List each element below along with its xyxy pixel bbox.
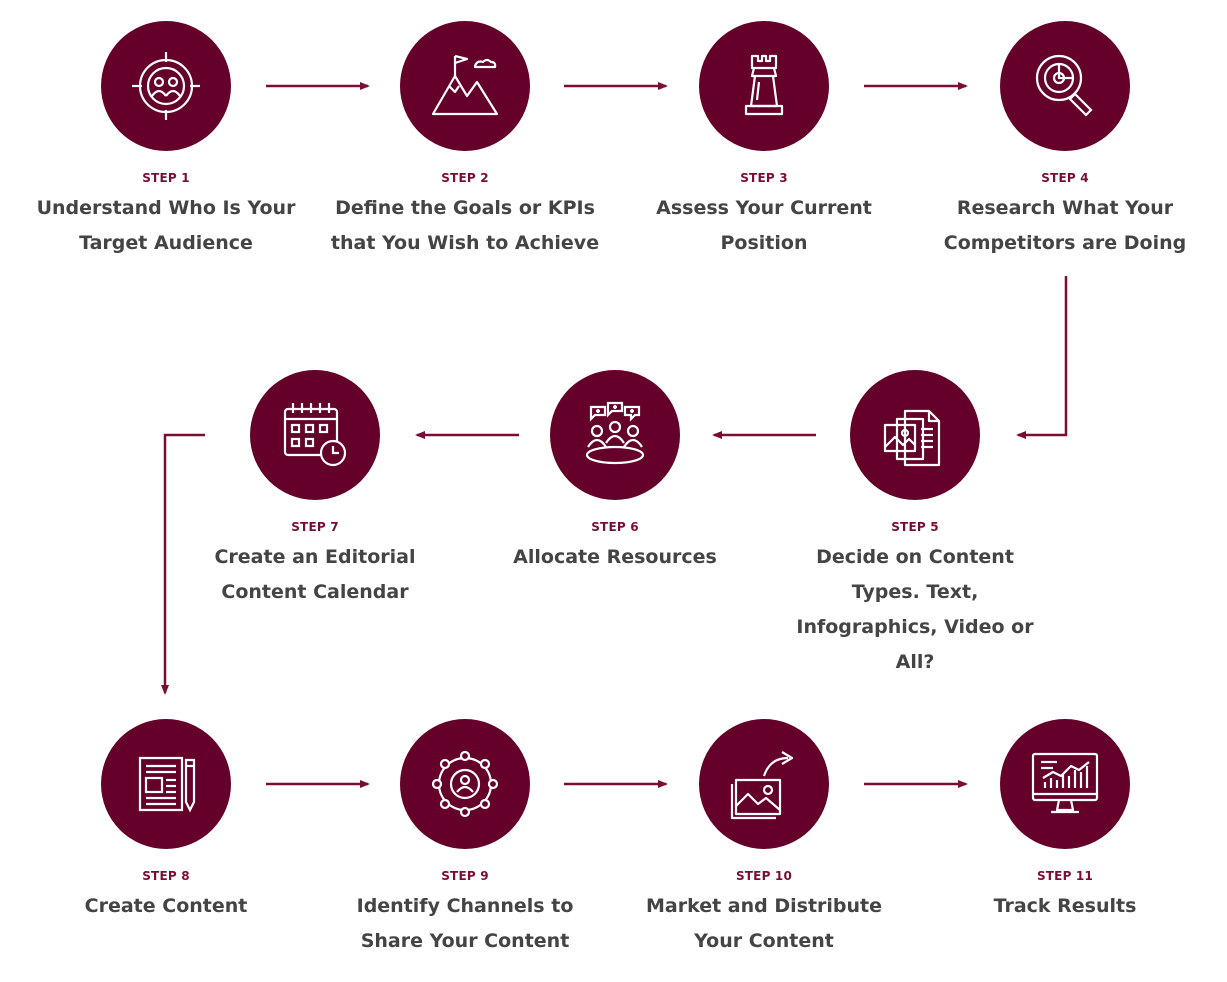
- mountain-flag-icon: [431, 54, 499, 116]
- step-9-title: Identify Channels to Share Your Content: [356, 895, 574, 952]
- step-3-title: Assess Your Current Position: [656, 197, 872, 254]
- step-7-title: Create an Editorial Content Calendar: [214, 546, 416, 603]
- step-1-circle: [101, 21, 231, 151]
- step-8: STEP 8 Create Content: [16, 719, 316, 924]
- step-6-circle: [550, 370, 680, 500]
- step-2-circle: [400, 21, 530, 151]
- step-1: STEP 1 Understand Who Is Your Target Aud…: [16, 21, 316, 261]
- step-6-label: STEP 6: [591, 520, 639, 534]
- step-7-label: STEP 7: [291, 520, 339, 534]
- step-7: STEP 7 Create an Editorial Content Calen…: [165, 370, 465, 610]
- step-2: STEP 2 Define the Goals or KPIs that You…: [315, 21, 615, 261]
- step-4-label: STEP 4: [1041, 171, 1089, 185]
- step-9: STEP 9 Identify Channels to Share Your C…: [315, 719, 615, 959]
- step-4-circle: [1000, 21, 1130, 151]
- step-5-label: STEP 5: [891, 520, 939, 534]
- step-5: STEP 5 Decide on Content Types. Text, In…: [765, 370, 1065, 680]
- step-8-label: STEP 8: [142, 869, 190, 883]
- step-3-circle: [699, 21, 829, 151]
- step-6: STEP 6 Allocate Resources: [465, 370, 765, 575]
- step-11: STEP 11 Track Results: [915, 719, 1215, 924]
- step-7-circle: [250, 370, 380, 500]
- team-meeting-icon: [585, 401, 645, 465]
- step-8-circle: [101, 719, 231, 849]
- step-10-label: STEP 10: [735, 869, 793, 883]
- magnifier-chart-icon: [1035, 54, 1093, 117]
- step-5-title: Decide on Content Types. Text, Infograph…: [796, 546, 1034, 673]
- step-10-title: Market and Distribute Your Content: [645, 895, 883, 952]
- step-9-label: STEP 9: [441, 869, 489, 883]
- step-10: STEP 10 Market and Distribute Your Conte…: [614, 719, 914, 959]
- calendar-clock-icon: [283, 403, 347, 467]
- step-4: STEP 4 Research What Your Competitors ar…: [915, 21, 1215, 261]
- step-8-title: Create Content: [84, 895, 248, 917]
- step-11-label: STEP 11: [1036, 869, 1094, 883]
- step-6-title: Allocate Resources: [513, 546, 717, 568]
- step-1-label: STEP 1: [142, 171, 190, 185]
- article-pen-icon: [138, 756, 196, 813]
- step-3-label: STEP 3: [740, 171, 788, 185]
- step-11-circle: [1000, 719, 1130, 849]
- step-5-circle: [850, 370, 980, 500]
- image-share-icon: [730, 751, 794, 820]
- step-9-circle: [400, 719, 530, 849]
- documents-image-icon: [883, 409, 941, 467]
- step-3: STEP 3 Assess Your Current Position: [614, 21, 914, 261]
- step-1-title: Understand Who Is Your Target Audience: [36, 197, 296, 254]
- target-audience-icon: [132, 52, 200, 120]
- network-user-icon: [431, 750, 499, 818]
- step-4-title: Research What Your Competitors are Doing: [943, 197, 1187, 254]
- chess-rook-icon: [744, 54, 784, 116]
- step-2-label: STEP 2: [441, 171, 489, 185]
- step-10-circle: [699, 719, 829, 849]
- monitor-chart-icon: [1031, 752, 1099, 814]
- step-2-title: Define the Goals or KPIs that You Wish t…: [330, 197, 600, 254]
- step-11-title: Track Results: [993, 895, 1137, 917]
